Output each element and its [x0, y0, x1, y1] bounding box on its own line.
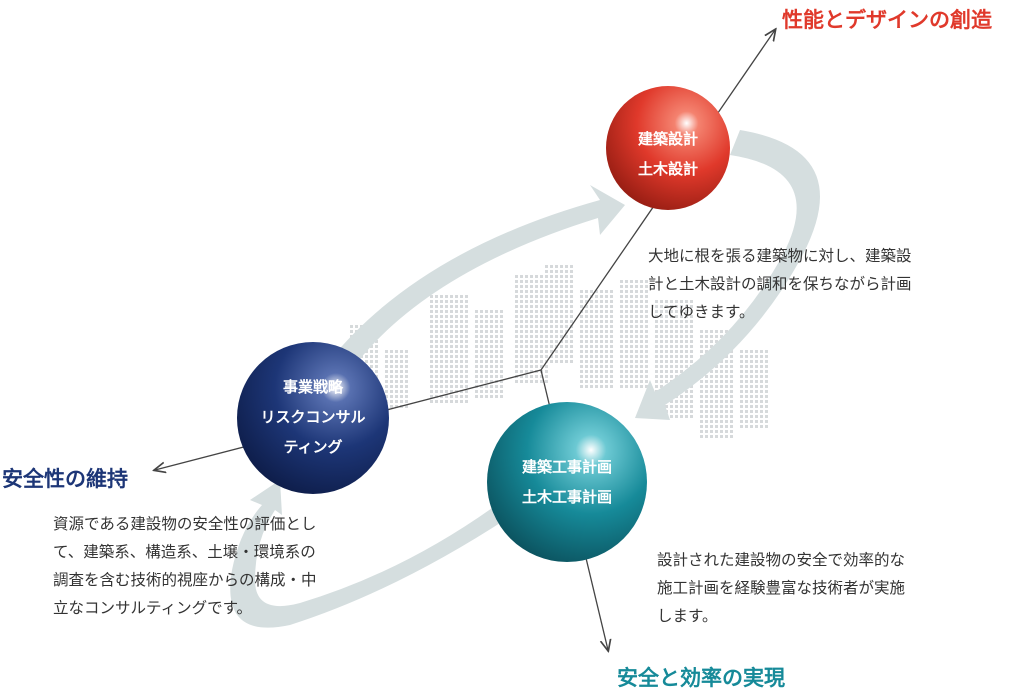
sphere-construction-label: 建築工事計画 土木工事計画	[487, 452, 647, 512]
sphere-consulting	[237, 342, 389, 494]
desc-line: してゆきます。	[648, 303, 755, 321]
sphere-construction	[487, 402, 647, 562]
cycle-arrows	[230, 130, 820, 628]
arrow-to-consulting	[230, 480, 520, 628]
design-description: 大地に根を張る建築物に対し、建築設 計と土木設計の調和を保ちながら計画 してゆき…	[648, 242, 912, 326]
arrow-to-construction	[635, 130, 820, 420]
desc-line: 大地に根を張る建築物に対し、建築設	[648, 247, 912, 265]
label-line: 事業戦略	[282, 378, 343, 396]
label-line: 建築設計	[637, 130, 698, 148]
label-line: ティング	[283, 438, 343, 456]
desc-line: 資源である建設物の安全性の評価とし	[53, 515, 317, 533]
city-skyline	[350, 265, 770, 440]
sphere-consulting-label: 事業戦略 リスクコンサル ティング	[237, 372, 389, 462]
desc-line: て、建築系、構造系、土壌・環境系の	[53, 543, 316, 561]
desc-line: 施工計画を経験豊富な技術者が実施	[657, 579, 906, 597]
sphere-design-label: 建築設計 土木設計	[606, 124, 730, 184]
desc-line: 調査を含む技術的視座からの構成・中	[53, 571, 317, 589]
construction-description: 設計された建設物の安全で効率的な 施工計画を経験豊富な技術者が実施 します。	[657, 546, 905, 630]
arrow-to-design	[330, 185, 625, 365]
desc-line: します。	[657, 607, 718, 625]
consulting-description: 資源である建設物の安全性の評価とし て、建築系、構造系、土壌・環境系の 調査を含…	[53, 510, 317, 622]
label-line: 土木工事計画	[521, 488, 612, 506]
desc-line: 設計された建設物の安全で効率的な	[657, 551, 906, 569]
sphere-design	[606, 86, 730, 210]
label-line: 土木設計	[637, 160, 698, 178]
label-line: リスクコンサル	[260, 408, 366, 426]
desc-line: 立なコンサルティングです。	[53, 599, 253, 617]
outcome-safety-title: 安全性の維持	[2, 467, 128, 491]
label-line: 建築工事計画	[521, 458, 612, 476]
desc-line: 計と土木設計の調和を保ちながら計画	[648, 275, 912, 293]
outcome-efficiency-title: 安全と効率の実現	[617, 666, 785, 689]
outcome-design-title: 性能とデザインの創造	[782, 8, 992, 32]
